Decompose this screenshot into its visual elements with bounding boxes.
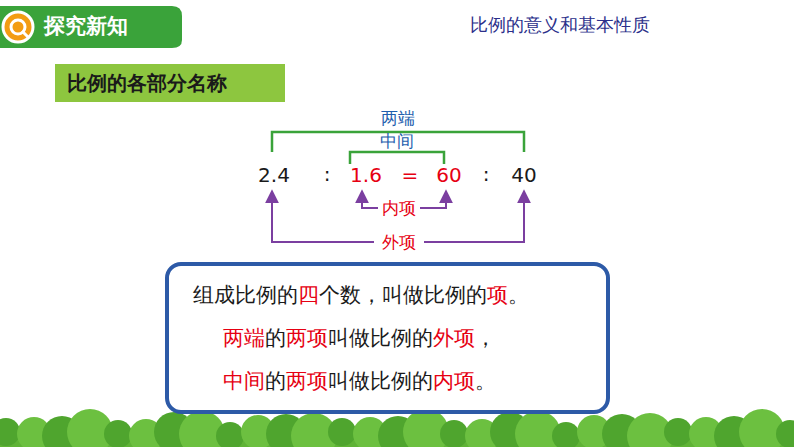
part-name: 内项 [379, 199, 419, 218]
q-icon-tail [22, 31, 29, 38]
highlight: 两项 [286, 369, 328, 393]
node-text: 比例的各部分名称 [67, 70, 273, 96]
inner-arrow [362, 192, 378, 208]
grass-bump [664, 418, 692, 446]
definition-box: 组成比例的四个数，叫做比例的项。两端的两项叫做比例的外项， 中间的两项叫做比例的内… [165, 262, 610, 414]
proportion-term: 60 [436, 164, 461, 186]
highlight: 中间 [223, 369, 265, 393]
proportion-term: 2.4 [258, 164, 290, 186]
inner-bracket [350, 152, 444, 164]
grass-bump [552, 422, 580, 447]
node-text: 探究新知 [44, 14, 172, 39]
grass [0, 409, 794, 447]
ratio-colon: : [324, 163, 331, 185]
outer-arrow [272, 192, 374, 242]
node-text: 两端的两项叫做比例的外项， [183, 328, 592, 349]
proportion-term: 40 [511, 164, 536, 186]
proportion-term: 1.6 [350, 164, 382, 186]
highlight: 四 [298, 283, 319, 307]
slide-title: 比例的意义和基本性质 [470, 15, 650, 35]
highlight: 两项 [286, 326, 328, 350]
part-name: 中间 [380, 132, 414, 151]
highlight: 两端 [223, 326, 265, 350]
grass-bump [0, 418, 20, 446]
node-text: 组成比例的四个数，叫做比例的项。 [183, 285, 592, 306]
grass-bump [776, 420, 794, 447]
section-banner: 探究新知 [40, 8, 176, 46]
highlight: 项 [487, 283, 508, 307]
outer-bracket [272, 132, 524, 152]
q-icon [3, 12, 33, 42]
highlight: 外项 [433, 326, 475, 350]
node-text: 中间的两项叫做比例的内项。 [183, 371, 592, 392]
heading-box: 比例的各部分名称 [55, 64, 285, 102]
grass-bump [440, 420, 468, 447]
outer-arrow [424, 192, 524, 242]
banner-shape [0, 6, 182, 48]
highlight: 内项 [433, 369, 475, 393]
inner-arrow [420, 192, 446, 208]
equal-sign: = [402, 164, 419, 186]
grass-bump [104, 420, 132, 447]
part-name: 外项 [379, 233, 419, 252]
part-name: 两端 [381, 109, 415, 128]
grass-bump [328, 418, 356, 446]
ratio-colon: : [483, 163, 490, 185]
grass-bump [216, 422, 244, 447]
